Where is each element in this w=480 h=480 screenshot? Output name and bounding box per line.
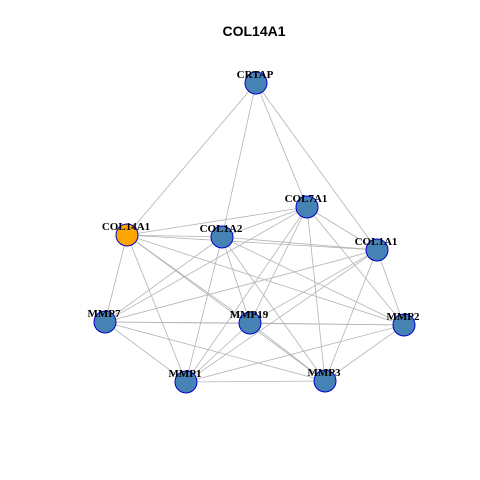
node-label-mmp1: MMP1 xyxy=(169,368,202,380)
node-col14a1[interactable] xyxy=(115,223,139,247)
node-label-mmp19: MMP19 xyxy=(230,309,269,321)
node-label-col1a1: COL1A1 xyxy=(355,236,398,248)
edge-col7a1-mmp3 xyxy=(306,206,326,382)
edge-crtap-col7a1 xyxy=(255,82,308,208)
nodes-layer xyxy=(93,71,416,394)
node-col1a2[interactable] xyxy=(210,225,234,249)
edge-col7a1-mmp19 xyxy=(249,206,308,324)
edge-col1a1-mmp1 xyxy=(185,249,378,383)
edge-col1a2-mmp7 xyxy=(104,236,223,323)
node-crtap[interactable] xyxy=(244,71,268,95)
node-mmp7[interactable] xyxy=(93,310,117,334)
edge-col1a2-col1a1 xyxy=(221,236,378,251)
node-label-col1a2: COL1A2 xyxy=(200,223,243,235)
node-col7a1[interactable] xyxy=(295,195,319,219)
node-col1a1[interactable] xyxy=(365,238,389,262)
edge-mmp2-mmp1 xyxy=(185,324,405,383)
edge-col1a2-mmp1 xyxy=(185,236,223,383)
edge-col14a1-col7a1 xyxy=(126,206,308,236)
node-mmp3[interactable] xyxy=(313,369,337,393)
edge-col14a1-mmp3 xyxy=(126,234,326,382)
node-mmp2[interactable] xyxy=(392,313,416,337)
edge-mmp2-mmp3 xyxy=(324,324,405,382)
node-label-mmp3: MMP3 xyxy=(308,367,341,379)
edge-col1a2-mmp19 xyxy=(221,236,251,324)
edge-col1a1-mmp2 xyxy=(376,249,405,326)
edge-crtap-col14a1 xyxy=(126,82,257,236)
node-mmp19[interactable] xyxy=(238,311,262,335)
edge-col1a1-mmp3 xyxy=(324,249,378,382)
edge-col14a1-col1a1 xyxy=(126,234,378,251)
edges-layer xyxy=(104,82,405,383)
edge-mmp1-mmp3 xyxy=(185,380,326,383)
edge-col14a1-col1a2 xyxy=(126,234,223,238)
edge-col7a1-mmp1 xyxy=(185,206,308,383)
edge-col7a1-col1a1 xyxy=(306,206,378,251)
edge-col14a1-mmp2 xyxy=(126,234,405,326)
node-label-crtap: CRTAP xyxy=(237,69,274,81)
edge-col1a1-mmp19 xyxy=(249,249,378,324)
node-label-col14a1: COL14A1 xyxy=(102,221,150,233)
edge-mmp7-mmp3 xyxy=(104,321,326,382)
edge-mmp7-mmp1 xyxy=(104,321,187,383)
edge-crtap-col1a1 xyxy=(255,82,378,251)
edge-col7a1-mmp2 xyxy=(306,206,405,326)
node-mmp1[interactable] xyxy=(174,370,198,394)
edge-col1a2-mmp3 xyxy=(221,236,326,382)
edge-mmp19-mmp3 xyxy=(249,322,326,382)
chart-title: COL14A1 xyxy=(222,23,285,39)
edge-col1a1-mmp7 xyxy=(104,249,378,323)
edge-col1a2-col7a1 xyxy=(221,206,308,238)
edge-mmp19-mmp1 xyxy=(185,322,251,383)
node-label-mmp7: MMP7 xyxy=(88,308,121,320)
node-label-mmp2: MMP2 xyxy=(387,311,420,323)
edge-col14a1-mmp7 xyxy=(104,234,128,323)
node-label-col7a1: COL7A1 xyxy=(285,193,328,205)
edge-mmp19-mmp2 xyxy=(249,322,405,326)
edge-col7a1-mmp7 xyxy=(104,206,308,323)
edge-col1a2-mmp2 xyxy=(221,236,405,326)
edge-crtap-col1a2 xyxy=(221,82,257,238)
